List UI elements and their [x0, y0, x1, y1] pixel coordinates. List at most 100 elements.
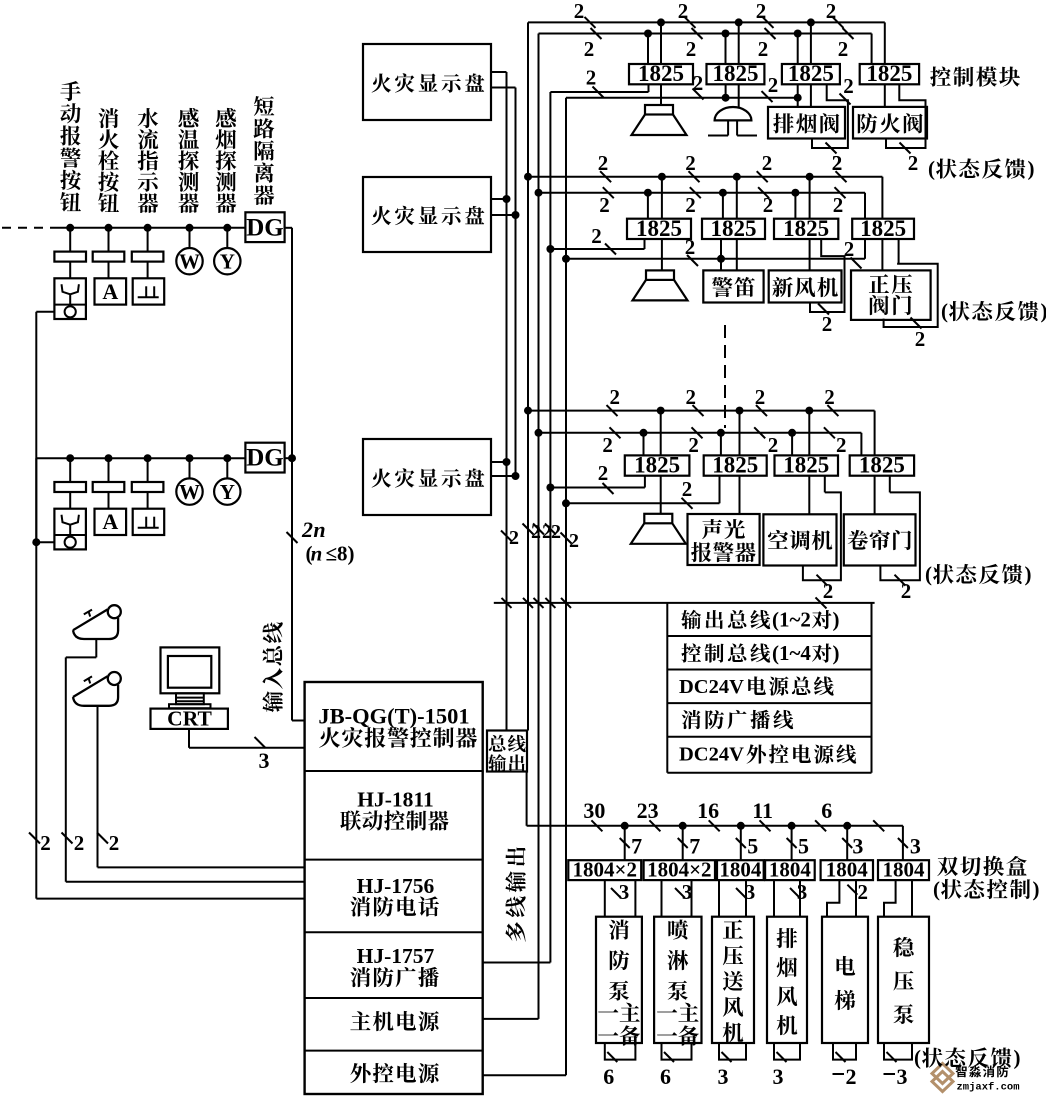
svg-text:2: 2: [915, 327, 926, 351]
svg-text:2: 2: [40, 831, 51, 855]
svg-text:2: 2: [823, 579, 834, 603]
svg-text:): ): [833, 641, 840, 665]
svg-text:JB-QG(T)-1501: JB-QG(T)-1501: [318, 704, 469, 729]
svg-text:2: 2: [857, 880, 868, 904]
svg-text:23: 23: [637, 798, 659, 823]
svg-text:3: 3: [745, 880, 756, 904]
svg-text:2: 2: [686, 385, 697, 409]
svg-text:2: 2: [569, 530, 579, 552]
svg-text:Y: Y: [220, 250, 235, 274]
svg-text:2: 2: [598, 151, 609, 175]
svg-text:2: 2: [531, 521, 541, 543]
svg-text:1825: 1825: [638, 61, 684, 86]
svg-text:2: 2: [598, 461, 609, 485]
svg-text:zmjaxf.com: zmjaxf.com: [957, 1082, 1020, 1094]
svg-text:(: (: [928, 157, 935, 181]
svg-text:2: 2: [908, 151, 919, 175]
svg-text:(1~2: (1~2: [772, 608, 811, 632]
svg-text:DC24V: DC24V: [679, 676, 744, 698]
svg-text:3: 3: [718, 1064, 729, 1089]
svg-text:2: 2: [826, 0, 837, 23]
svg-text:3: 3: [852, 834, 863, 859]
svg-text:2: 2: [846, 1064, 857, 1089]
svg-text:2: 2: [682, 477, 693, 501]
svg-text:2: 2: [832, 151, 843, 175]
svg-text:2: 2: [763, 193, 774, 217]
svg-text:3: 3: [682, 880, 693, 904]
svg-text:2: 2: [685, 151, 696, 175]
svg-text:2: 2: [822, 312, 833, 336]
svg-text:3: 3: [619, 880, 630, 904]
svg-text:1825: 1825: [788, 61, 834, 86]
svg-text:): ): [1028, 157, 1035, 181]
svg-text:1825: 1825: [783, 453, 829, 478]
svg-text:1825: 1825: [712, 61, 758, 86]
svg-text:(: (: [941, 299, 948, 323]
svg-text:2: 2: [686, 37, 697, 61]
svg-text:2: 2: [584, 37, 595, 61]
svg-text:(1~4: (1~4: [772, 641, 811, 665]
svg-text:3: 3: [773, 1064, 784, 1089]
svg-text:1804: 1804: [719, 858, 762, 882]
svg-text:A: A: [102, 509, 118, 534]
svg-text:2: 2: [678, 0, 689, 23]
svg-text:): ): [1033, 877, 1040, 901]
svg-text:3: 3: [797, 880, 808, 904]
svg-text:2: 2: [833, 193, 844, 217]
svg-text:1825: 1825: [866, 61, 912, 86]
svg-text:1825: 1825: [783, 216, 829, 241]
svg-text:16: 16: [697, 798, 719, 823]
svg-text:1825: 1825: [860, 216, 906, 241]
svg-text:CRT: CRT: [167, 707, 212, 731]
svg-text:1804×2: 1804×2: [573, 858, 637, 882]
svg-text:6: 6: [660, 1064, 671, 1089]
svg-text:2: 2: [844, 237, 855, 261]
svg-text:2: 2: [599, 193, 610, 217]
svg-text:2: 2: [768, 73, 779, 97]
svg-text:3: 3: [910, 834, 921, 859]
svg-text:DG: DG: [246, 214, 284, 241]
svg-text:2: 2: [586, 66, 597, 90]
svg-text:HJ-1756: HJ-1756: [357, 874, 435, 898]
svg-text:5: 5: [747, 834, 758, 859]
svg-text:3: 3: [897, 1064, 908, 1089]
svg-text:1825: 1825: [634, 453, 680, 478]
svg-text:3: 3: [259, 748, 270, 773]
svg-text:2: 2: [74, 831, 85, 855]
svg-text:(: (: [914, 1046, 921, 1070]
svg-text:2: 2: [109, 831, 120, 855]
svg-text:2: 2: [843, 74, 854, 98]
svg-text:5: 5: [798, 834, 809, 859]
svg-text:2: 2: [591, 224, 602, 248]
svg-text:2: 2: [610, 385, 621, 409]
svg-text:DC24V: DC24V: [679, 744, 744, 766]
svg-text:2: 2: [301, 517, 313, 542]
svg-text:1825: 1825: [712, 453, 758, 478]
svg-text:1804: 1804: [769, 858, 812, 882]
svg-text:2: 2: [836, 433, 847, 457]
svg-text:30: 30: [583, 798, 605, 823]
svg-text:≤8): ≤8): [326, 542, 355, 566]
svg-text:2: 2: [755, 385, 766, 409]
svg-text:): ): [1014, 1046, 1021, 1070]
svg-text:1825: 1825: [636, 216, 682, 241]
svg-text:11: 11: [752, 798, 773, 823]
svg-text:2: 2: [688, 433, 699, 457]
svg-text:1825: 1825: [859, 453, 905, 478]
svg-text:(: (: [933, 877, 940, 901]
svg-text:6: 6: [603, 1064, 614, 1089]
svg-text:7: 7: [689, 834, 700, 859]
svg-text:1804×2: 1804×2: [647, 858, 711, 882]
svg-text:2: 2: [838, 37, 849, 61]
svg-text:6: 6: [821, 798, 832, 823]
svg-text:HJ-1811: HJ-1811: [357, 788, 433, 812]
svg-text:DG: DG: [246, 445, 284, 472]
svg-text:2: 2: [824, 385, 835, 409]
svg-text:1825: 1825: [711, 216, 757, 241]
svg-text:2: 2: [685, 193, 696, 217]
svg-text:): ): [1025, 562, 1032, 586]
svg-text:2: 2: [509, 527, 519, 549]
svg-text:): ): [833, 608, 840, 632]
svg-text:HJ-1757: HJ-1757: [357, 944, 435, 968]
svg-text:A: A: [102, 279, 118, 304]
